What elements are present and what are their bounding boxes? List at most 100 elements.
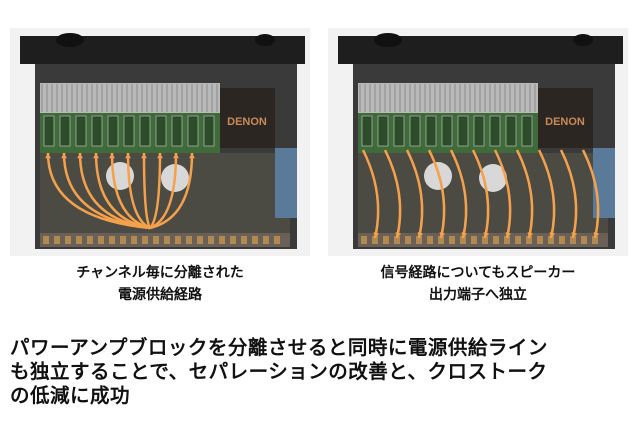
arrow-head <box>373 232 380 238</box>
volume-knob <box>374 33 402 47</box>
terminal <box>65 236 71 244</box>
volume-knob <box>56 33 84 47</box>
amp-module <box>107 115 119 147</box>
amp-module <box>521 115 533 147</box>
terminal <box>230 236 236 244</box>
main-pcb <box>358 153 608 233</box>
amp-module <box>171 115 183 147</box>
terminal <box>372 236 378 244</box>
terminal <box>164 236 170 244</box>
arrow-head <box>593 232 600 238</box>
input-knob <box>573 34 593 46</box>
terminal <box>460 236 466 244</box>
signal-path-arrow <box>471 149 490 239</box>
signal-path-arrow <box>537 149 556 239</box>
terminal <box>54 236 60 244</box>
amplifier-photo-power-paths: DENON <box>10 28 310 256</box>
arrow-head <box>45 153 51 159</box>
terminal <box>559 236 565 244</box>
amp-module <box>473 115 485 147</box>
terminal <box>526 236 532 244</box>
terminal <box>482 236 488 244</box>
terminal <box>142 236 148 244</box>
arrow-head <box>571 232 578 238</box>
terminal <box>252 236 258 244</box>
amp-module <box>91 115 103 147</box>
transformer-cover <box>538 88 593 148</box>
arrow-head <box>125 153 131 159</box>
terminal <box>570 236 576 244</box>
amp-module <box>59 115 71 147</box>
terminal <box>197 236 203 244</box>
terminal <box>471 236 477 244</box>
signal-path-arrow <box>427 149 446 239</box>
terminal <box>208 236 214 244</box>
amp-module <box>377 115 389 147</box>
terminal <box>383 236 389 244</box>
terminal <box>263 236 269 244</box>
signal-path-arrow <box>581 149 600 239</box>
terminal <box>449 236 455 244</box>
signal-path-arrow <box>559 149 578 239</box>
terminal <box>43 236 49 244</box>
arrow-head <box>61 153 67 159</box>
terminal <box>76 236 82 244</box>
signal-path-arrow <box>405 149 424 239</box>
power-path-arrow <box>142 152 152 229</box>
terminal <box>241 236 247 244</box>
arrow-head <box>483 232 490 238</box>
arrow-head <box>141 153 147 159</box>
amp-module <box>425 115 437 147</box>
arrow-head <box>461 232 468 238</box>
signal-path-arrow <box>449 149 468 239</box>
power-path-arrow <box>94 152 151 230</box>
signal-path-arrow <box>515 149 534 239</box>
caption-line: 出力端子へ独立 <box>429 287 527 303</box>
amp-module <box>123 115 135 147</box>
terminal <box>175 236 181 244</box>
terminal <box>537 236 543 244</box>
amp-module <box>43 115 55 147</box>
heatsink <box>40 83 220 113</box>
heatsink <box>358 83 538 113</box>
terminal <box>581 236 587 244</box>
body-text: パワーアンプブロックを分離させると同時に電源供給ライン も独立することで、セパレ… <box>10 336 635 408</box>
arrow-head <box>173 153 179 159</box>
arrow-head <box>109 153 115 159</box>
arrow-head <box>189 153 195 159</box>
caption-line: 信号経路についてもスピーカー <box>380 265 576 281</box>
amp-module <box>139 115 151 147</box>
power-path-arrow <box>149 152 194 230</box>
side-board <box>593 148 615 218</box>
amp-module <box>203 115 215 147</box>
power-path-arrow <box>126 152 151 230</box>
amp-module <box>75 115 87 147</box>
terminal <box>405 236 411 244</box>
amp-module <box>361 115 373 147</box>
terminal <box>438 236 444 244</box>
terminal <box>592 236 598 244</box>
arrow-head <box>417 232 424 238</box>
terminal <box>109 236 115 244</box>
amp-module <box>155 115 167 147</box>
caption-power-supply-paths: チャンネル毎に分離された 電源供給経路 <box>10 262 310 306</box>
amplifier-photo-signal-paths: DENON <box>328 28 628 256</box>
amp-module <box>441 115 453 147</box>
caption-line: チャンネル毎に分離された <box>76 265 244 281</box>
amp-module <box>505 115 517 147</box>
arrow-head <box>93 153 99 159</box>
terminal <box>98 236 104 244</box>
transformer-cover <box>220 88 275 148</box>
terminal <box>131 236 137 244</box>
input-knob <box>255 34 275 46</box>
arrow-head <box>395 232 402 238</box>
signal-path-arrow <box>493 149 512 239</box>
power-path-arrow <box>149 152 162 229</box>
caption-line: 電源供給経路 <box>118 287 202 303</box>
terminal <box>219 236 225 244</box>
power-path-arrow <box>110 152 151 230</box>
signal-path-arrow <box>361 149 380 239</box>
arrow-head <box>157 153 163 159</box>
terminal <box>504 236 510 244</box>
terminal <box>515 236 521 244</box>
